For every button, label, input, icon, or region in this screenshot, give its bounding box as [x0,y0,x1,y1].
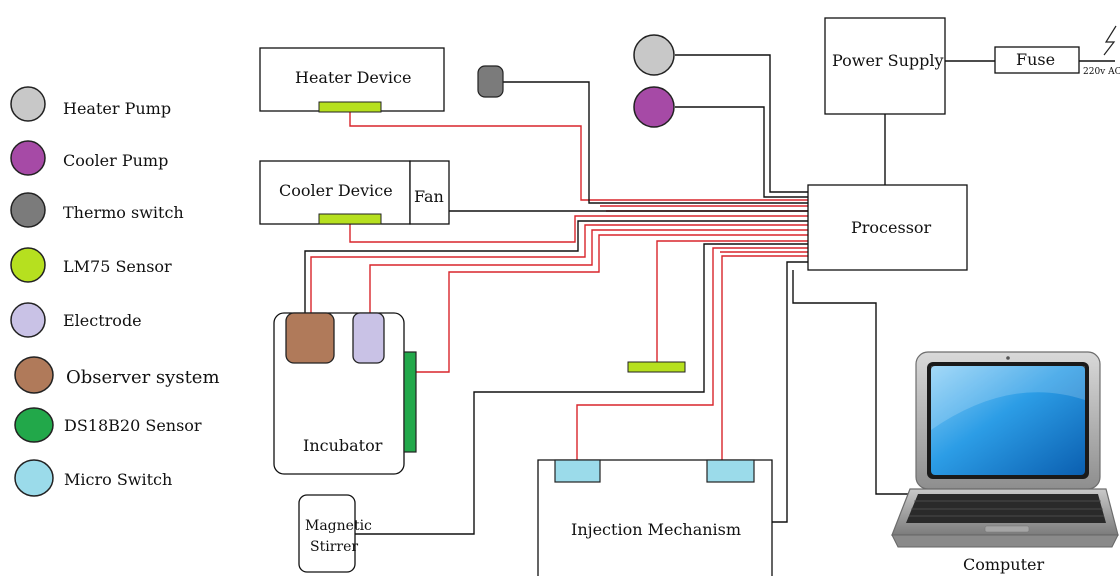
legend-label: Heater Pump [63,99,171,118]
injection-mechanism: Injection Mechanism [537,459,773,576]
legend-label: Observer system [66,367,220,388]
legend-label: Electrode [63,311,142,330]
ac-label: 220v AC [1083,67,1120,77]
micro-switch-right [706,459,755,483]
legend-item-thermo-switch: Thermo switch [10,192,184,228]
observer-system-swatch [14,356,54,394]
heater-lm75-sensor [318,101,382,113]
fan: Fan [409,160,450,225]
legend-item-lm75-sensor: LM75 Sensor [10,247,172,283]
fan-label: Fan [414,187,444,206]
legend-label: Cooler Pump [63,151,168,170]
ds18b20-sensor-swatch [14,407,54,443]
electrode [352,312,385,364]
power-supply-label: Power Supply [832,51,944,70]
legend-item-micro-switch: Micro Switch [14,459,172,497]
cooler-device-label: Cooler Device [279,181,393,200]
legend-item-heater-pump: Heater Pump [10,86,171,122]
computer-label: Computer [963,555,1044,574]
heater-pump [633,34,675,76]
magnetic-stirrer-label-line2: Stirrer [310,539,358,555]
lm75-sensor [627,361,686,373]
legend-item-observer-system: Observer system [14,356,220,394]
heater-device: Heater Device [259,47,445,113]
cooler-pump [633,86,675,128]
heater-device-label: Heater Device [295,68,411,87]
cooler-lm75-sensor [318,213,382,225]
legend-label: LM75 Sensor [63,257,172,276]
processor-label: Processor [851,218,932,237]
cooler-device: Cooler Device [259,160,411,225]
thermo-switch-swatch [10,192,46,228]
ds18b20-sensor [403,351,417,453]
power-wires [304,54,1115,535]
legend-label: DS18B20 Sensor [64,416,202,435]
thermo-switch [477,65,504,98]
legend-item-cooler-pump: Cooler Pump [10,140,168,176]
fuse-label: Fuse [1016,50,1055,69]
legend-label: Micro Switch [64,470,172,489]
incubator: Incubator [273,312,417,475]
processor: Processor [807,184,968,271]
legend-item-electrode: Electrode [10,302,142,338]
injection-mechanism-label: Injection Mechanism [571,520,741,539]
legend-item-ds18b20-sensor: DS18B20 Sensor [14,407,202,443]
cooler-pump-swatch [10,140,46,176]
micro-switch-left [554,459,601,483]
lm75-sensor-swatch [10,247,46,283]
laptop-icon [891,351,1119,548]
magnetic-stirrer: Magnetic Stirrer [298,494,372,573]
power-supply: Power Supply [824,17,946,115]
signal-wires [310,111,808,460]
observer-system [285,312,335,364]
electrode-swatch [10,302,46,338]
magnetic-stirrer-label-line1: Magnetic [305,518,372,534]
incubator-label: Incubator [303,436,383,455]
micro-switch-swatch [14,459,54,497]
lightning-bolt-icon [1103,25,1117,56]
legend: Heater Pump Cooler Pump Thermo switch LM… [10,86,220,497]
fuse: Fuse [994,46,1080,74]
legend-label: Thermo switch [63,203,184,222]
computer: Computer [891,351,1119,574]
heater-pump-swatch [10,86,46,122]
